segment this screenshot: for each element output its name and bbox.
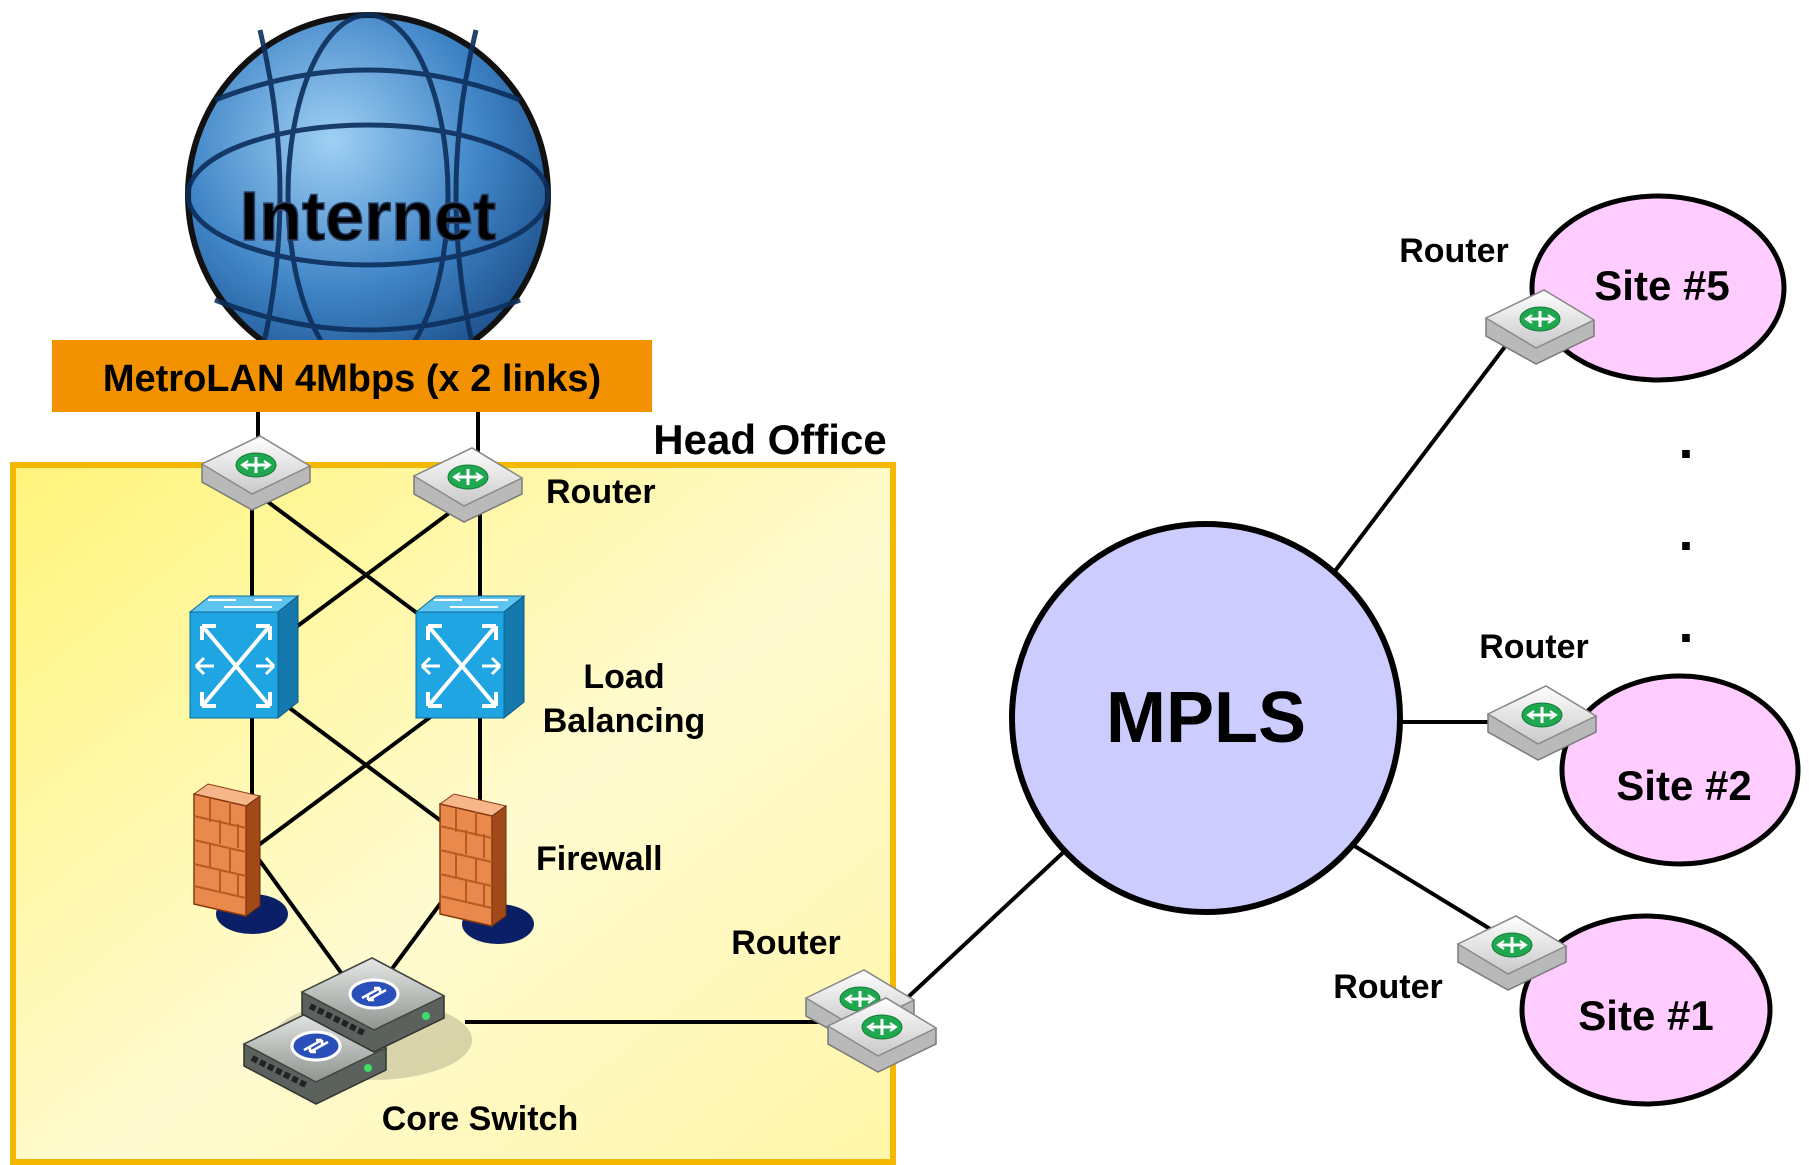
edge-router-label: Router bbox=[731, 924, 841, 962]
core-switch-icon bbox=[244, 958, 472, 1104]
load-balancing-label-line1: Load bbox=[583, 658, 664, 696]
ellipsis-dot: . bbox=[1678, 410, 1693, 470]
site-5-router-label: Router bbox=[1399, 232, 1509, 270]
site-5-label: Site #5 bbox=[1594, 262, 1729, 309]
metrolan-bar bbox=[52, 340, 652, 412]
site-2-router-label: Router bbox=[1479, 628, 1589, 666]
site-1-router-label: Router bbox=[1333, 968, 1443, 1006]
metrolan-label: MetroLAN 4Mbps (x 2 links) bbox=[103, 358, 601, 400]
site-2-node bbox=[1559, 673, 1801, 867]
load-balancer-icon bbox=[414, 594, 526, 720]
load-balancing-label-line2: Balancing bbox=[543, 702, 705, 740]
site-2-label: Site #2 bbox=[1616, 762, 1751, 809]
internet-label: Internet bbox=[240, 177, 497, 255]
mpls-circle bbox=[1009, 521, 1403, 915]
site-1-node bbox=[1519, 913, 1773, 1107]
site-5-node bbox=[1529, 193, 1787, 383]
mpls-label: MPLS bbox=[1106, 678, 1306, 758]
load-balancer-icon bbox=[188, 594, 300, 720]
core-switch-label: Core Switch bbox=[382, 1100, 578, 1138]
firewall-label: Firewall bbox=[536, 840, 663, 878]
site-1-label: Site #1 bbox=[1578, 992, 1713, 1039]
ellipsis-dot: . bbox=[1678, 594, 1693, 654]
ellipsis-dot: . bbox=[1678, 502, 1693, 562]
globe-icon bbox=[185, 12, 551, 378]
head-office-router-label: Router bbox=[546, 473, 656, 511]
head-office-title: Head Office bbox=[653, 416, 886, 463]
